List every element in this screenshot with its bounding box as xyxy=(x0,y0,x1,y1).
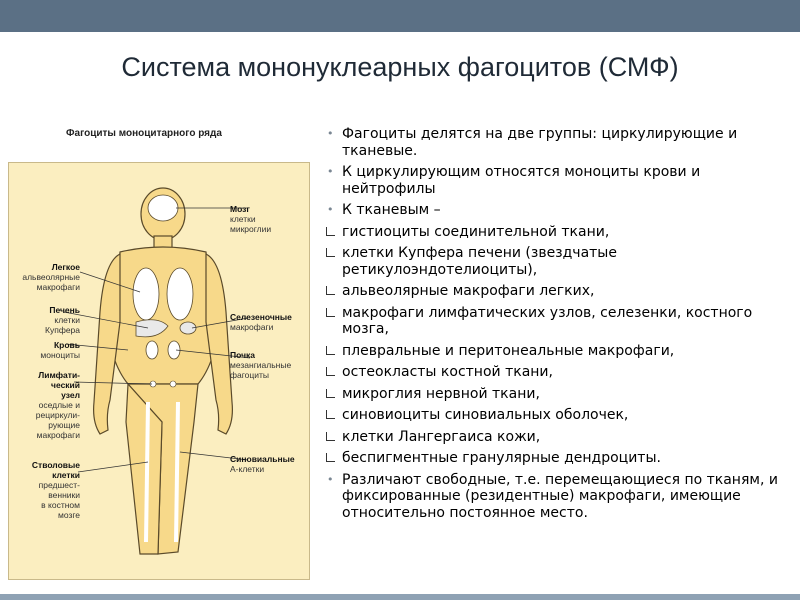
bullet-text: плевральные и перитонеальные макрофаги, xyxy=(342,342,675,359)
bullet-text: остеокласты костной ткани, xyxy=(342,364,553,380)
bullet-text: клетки Купфера печени (звездчатые ретику… xyxy=(342,245,617,278)
footer-bar xyxy=(0,594,800,600)
bullet-text: К циркулирующим относятся моноциты крови… xyxy=(342,164,701,197)
bullet-box-icon xyxy=(326,226,335,236)
bullet-item: • Различают свободные, т.е. перемещающиес… xyxy=(326,472,794,522)
bullet-box-icon xyxy=(326,345,335,355)
bullet-box-icon xyxy=(326,388,335,398)
bullet-item: микроглия нервной ткани, xyxy=(326,386,794,403)
bullet-box-icon xyxy=(326,367,335,376)
bullet-text: беспигментные гранулярные дендроциты. xyxy=(342,450,661,466)
bullet-text: микроглия нервной ткани, xyxy=(342,385,540,402)
bullet-box-icon xyxy=(326,248,335,257)
figure-title: Фагоциты моноцитарного ряда xyxy=(66,128,222,139)
anatomy-figure: Фагоциты моноцитарного ряда xyxy=(8,122,320,580)
bullet-dot-icon: • xyxy=(327,165,334,178)
bullet-item: • К циркулирующим относятся моноциты кров… xyxy=(326,164,794,197)
slide-title: Система мононуклеарных фагоцитов (СМФ) xyxy=(121,52,679,82)
bullet-text: синовиоциты синовиальных оболочек, xyxy=(342,407,629,423)
bullet-box-icon xyxy=(326,307,335,317)
bullet-box-icon xyxy=(326,410,335,419)
bullet-text: клетки Лангергаиса кожи, xyxy=(342,428,541,445)
bullet-box-icon xyxy=(326,286,335,295)
bullet-dot-icon: • xyxy=(327,127,334,140)
bullet-text: Различают свободные, т.е. перемещающиеся… xyxy=(342,471,778,521)
bullet-text: альвеолярные макрофаги легких, xyxy=(342,283,595,299)
bullet-box-icon xyxy=(326,431,335,441)
header-bar xyxy=(0,0,800,32)
bullet-item: синовиоциты синовиальных оболочек, xyxy=(326,407,794,424)
bullet-text: Фагоциты делятся на две группы: циркулир… xyxy=(342,126,738,159)
bullet-text: К тканевым – xyxy=(342,202,441,218)
bullet-text: гистиоциты соединительной ткани, xyxy=(342,223,610,240)
bullet-item: беспигментные гранулярные дендроциты. xyxy=(326,450,794,467)
bullet-item: остеокласты костной ткани, xyxy=(326,364,794,381)
bullet-item: плевральные и перитонеальные макрофаги, xyxy=(326,343,794,360)
bullet-item: гистиоциты соединительной ткани, xyxy=(326,224,794,241)
bullet-list: • Фагоциты делятся на две группы: циркули… xyxy=(326,126,794,526)
bullet-item: клетки Лангергаиса кожи, xyxy=(326,429,794,446)
bullet-dot-icon: • xyxy=(327,472,334,486)
bullet-item: клетки Купфера печени (звездчатые ретику… xyxy=(326,245,794,278)
bullet-box-icon xyxy=(326,453,335,462)
bullet-text: макрофаги лимфатических узлов, селезенки… xyxy=(342,304,753,338)
bullet-dot-icon: • xyxy=(327,203,334,216)
bullet-item: • К тканевым – xyxy=(326,202,794,219)
human-body-illustration xyxy=(63,187,251,555)
bullet-item: альвеолярные макрофаги легких, xyxy=(326,283,794,300)
bullet-item: макрофаги лимфатических узлов, селезенки… xyxy=(326,305,794,338)
bullet-item: • Фагоциты делятся на две группы: циркули… xyxy=(326,126,794,159)
